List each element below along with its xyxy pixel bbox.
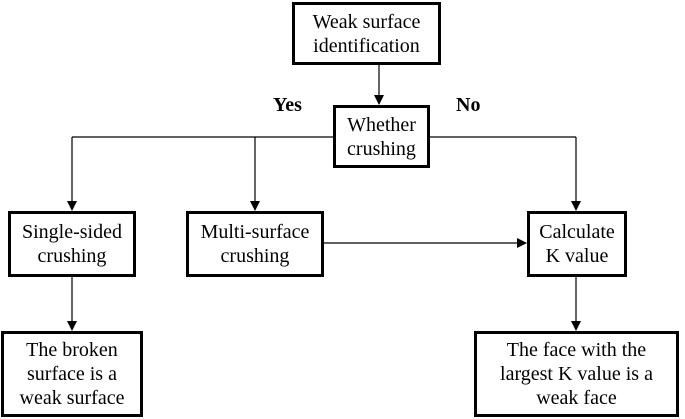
node-multi-text: Multi-surface crushing [200,221,310,267]
node-whether-crushing: Whether crushing [333,105,430,168]
label-no: No [456,94,481,116]
node-single-sided-crushing: Single-sided crushing [8,211,136,277]
node-calc-text: Calculate K value [539,221,615,267]
node-decision-text: Whether crushing [347,113,416,160]
node-start-text: Weak surface identification [312,10,421,57]
node-broken-text: The broken surface is a weak surface [19,339,125,409]
node-largest-text: The face with the largest K value is a w… [500,339,653,409]
node-calculate-k-value: Calculate K value [527,211,627,277]
node-largest-k-value-weak-face: The face with the largest K value is a w… [474,331,679,417]
node-weak-surface-identification: Weak surface identification [292,2,441,65]
node-single-text: Single-sided crushing [22,221,122,267]
label-yes: Yes [273,94,302,116]
node-broken-surface-weak-surface: The broken surface is a weak surface [1,331,143,417]
node-multi-surface-crushing: Multi-surface crushing [186,211,324,277]
